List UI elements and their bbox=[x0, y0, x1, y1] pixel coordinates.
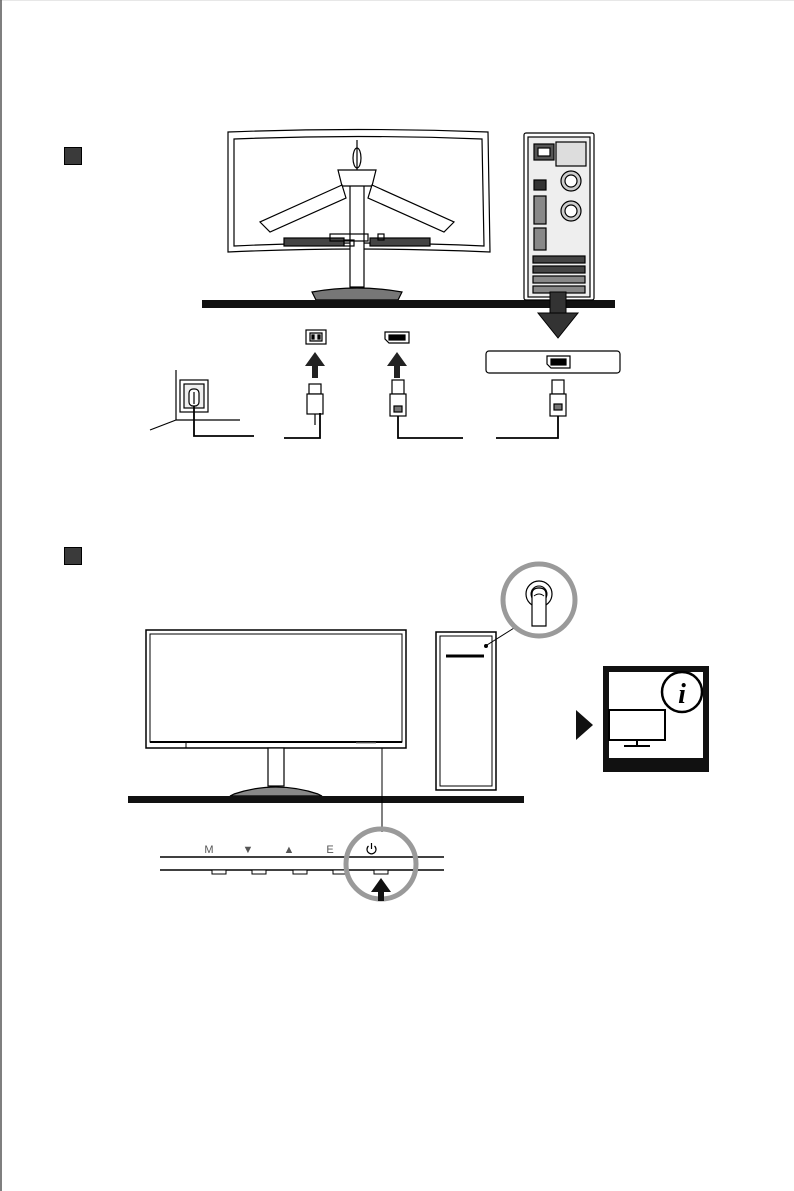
monitor-button-bar bbox=[160, 857, 444, 874]
power-icon bbox=[367, 843, 376, 854]
monitor-power-port-icon bbox=[306, 330, 326, 344]
down-button-label: ▼ bbox=[243, 844, 254, 856]
monitor-power-button-callout bbox=[346, 829, 416, 901]
pc-dp-plug bbox=[496, 380, 566, 438]
pc-tower-front bbox=[436, 618, 530, 790]
insert-up-arrows bbox=[305, 352, 407, 378]
desk-top bbox=[128, 796, 524, 803]
monitor-displayport-icon bbox=[385, 332, 409, 343]
monitor-dp-plug bbox=[390, 380, 463, 438]
exit-button-label: E bbox=[326, 844, 333, 856]
svg-text:i: i bbox=[678, 679, 686, 710]
pc-tower-back bbox=[524, 133, 594, 300]
menu-button-label: M bbox=[204, 844, 213, 856]
pc-power-button-callout bbox=[503, 564, 575, 636]
monitor-back-view bbox=[228, 130, 490, 301]
power-cable-plug bbox=[284, 384, 323, 438]
graphics-card-port-panel bbox=[486, 351, 620, 373]
result-arrow bbox=[576, 710, 593, 740]
info-screen: i bbox=[603, 666, 709, 772]
monitor-front-view bbox=[146, 630, 406, 796]
up-button-label: ▲ bbox=[284, 844, 295, 856]
wall-outlet bbox=[150, 370, 254, 436]
